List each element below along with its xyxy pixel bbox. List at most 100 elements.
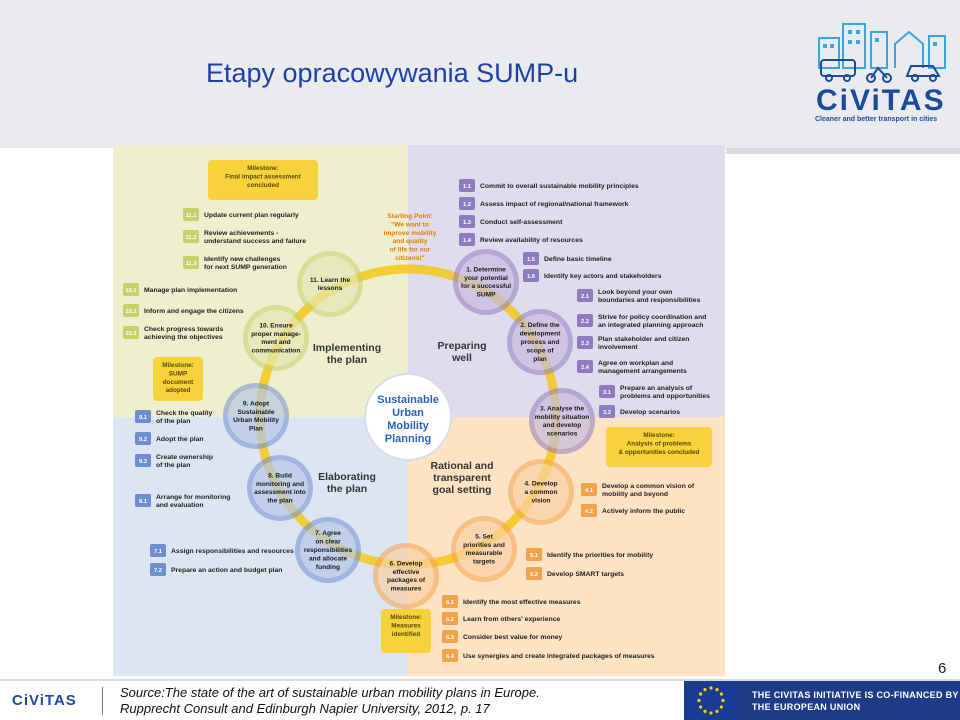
activity-6-1-text-line: Identify the most effective measures <box>463 599 581 606</box>
activity-6-3-code-badge <box>442 630 458 643</box>
activity-1-2-text: Assess impact of regional/national frame… <box>480 201 629 208</box>
step-7-label-line: and allocate <box>309 555 347 562</box>
activity-3-1-code-line: 3.1 <box>603 390 612 396</box>
activity-1-2-code-badge <box>459 197 475 210</box>
activity-1-5-code-line: 1.5 <box>527 257 536 263</box>
activity-1-6-code: 1.6 <box>527 274 536 280</box>
starting-point-note-line: "We want to <box>391 221 429 228</box>
activity-2-1-code: 2.1 <box>581 294 590 300</box>
step-3-label-line: scenarios <box>547 431 578 438</box>
activity-2-3-code: 2.3 <box>581 341 590 347</box>
activity-5-1-text-line: Identify the priorities for mobility <box>547 552 653 559</box>
activity-11-2-code-badge <box>183 230 199 243</box>
activity-3-1-text-line: problems and opportunities <box>620 393 710 400</box>
step-6-label-line: 6. Develop <box>390 560 423 567</box>
milestone-final-text-line: Milestone: <box>247 165 279 172</box>
activity-4-1-text-line: Develop a common vision of <box>602 483 695 490</box>
activity-4-1-code: 4.1 <box>585 488 594 494</box>
milestone-measures-box <box>381 609 431 653</box>
activity-1-4-code-line: 1.4 <box>463 238 472 244</box>
activity-3-2-text-line: Develop scenarios <box>620 409 680 416</box>
milestone-measures-text-line: identified <box>392 631 420 638</box>
step-7-label-line: 7. Agree <box>315 530 341 537</box>
activity-10-1-text-line: Manage plan implementation <box>144 287 237 294</box>
activity-6-3-code-line: 6.3 <box>446 635 455 641</box>
q-implementing-label-line: the plan <box>327 354 367 366</box>
step-8-halo <box>247 455 313 521</box>
activity-1-1-code: 1.1 <box>463 184 472 190</box>
activity-9-2-text-line: Adopt the plan <box>156 436 204 443</box>
step-6-label-line: packages of <box>387 577 426 584</box>
step-11-label-line: 11. Learn the <box>310 277 351 284</box>
step-6-halo <box>373 543 439 609</box>
activity-6-1-code: 6.1 <box>446 600 455 606</box>
activity-2-2-text-line: an integrated planning approach <box>598 322 703 329</box>
activity-10-3-code: 10.3 <box>125 331 137 337</box>
activity-8-1-text-line: Arrange for monitoring <box>156 494 230 501</box>
activity-7-1-text-line: Assign responsibilities and resources <box>171 548 294 555</box>
eu-text-line-2: THE EUROPEAN UNION <box>752 702 861 712</box>
center-circle <box>364 373 452 461</box>
activity-1-1-code-badge <box>459 179 475 192</box>
activity-11-3-text-line: for next SUMP generation <box>204 264 287 271</box>
step-5-halo <box>451 516 517 582</box>
activity-4-1-code-line: 4.1 <box>585 488 594 494</box>
activity-5-2-code: 5.2 <box>530 572 538 578</box>
step-11-label-line: lessons <box>318 285 343 292</box>
activity-10-1-code-line: 10.1 <box>125 288 137 294</box>
activity-7-2-text: Prepare an action and budget plan <box>171 567 282 574</box>
activity-2-4-code-badge <box>577 360 593 373</box>
milestone-sump-adopted-text-line: Milestone: <box>162 362 194 369</box>
activity-2-1-code-badge <box>577 289 593 302</box>
milestone-analysis-text: Milestone:Analysis of problems& opportun… <box>619 432 700 456</box>
activity-5-2-code-badge <box>526 567 542 580</box>
activity-8-1-code-badge <box>135 494 151 507</box>
source-caption: Source:The state of the art of sustainab… <box>120 685 540 717</box>
step-2-label-line: process and <box>521 339 560 346</box>
step-6-circle <box>378 548 434 604</box>
activity-1-3-code-line: 1.3 <box>463 220 472 226</box>
step-8-label-line: assessment into <box>254 489 306 496</box>
activity-6-2-code-line: 6.2 <box>446 617 454 623</box>
activity-2-4-code-line: 2.4 <box>581 365 590 371</box>
step-11-circle <box>302 256 358 312</box>
step-11-halo <box>297 251 363 317</box>
activity-3-2-code: 3.2 <box>603 410 611 416</box>
civitas-tagline: Cleaner and better transport in cities <box>815 116 938 123</box>
step-7-label-line: funding <box>316 564 340 571</box>
activity-11-3-code: 11.3 <box>186 261 198 267</box>
activity-6-2-text-line: Learn from others' experience <box>463 616 560 623</box>
step-10-label-line: ment and <box>261 339 290 346</box>
activity-10-2-code: 10.2 <box>125 309 136 315</box>
activity-5-2-text: Develop SMART targets <box>547 571 624 578</box>
activity-1-3-text: Conduct self-assessment <box>480 219 563 226</box>
milestone-sump-adopted-box <box>153 357 203 401</box>
activity-8-1-code-line: 8.1 <box>139 499 148 505</box>
activity-4-2-code: 4.2 <box>585 509 593 515</box>
activity-2-2-code: 2.2 <box>581 319 589 325</box>
activity-4-2-code-badge <box>581 504 597 517</box>
slide-header <box>0 0 960 148</box>
activity-7-1-code: 7.1 <box>154 549 163 555</box>
activity-9-1-text-line: Check the quality <box>156 410 212 417</box>
milestone-final-box <box>208 160 318 200</box>
step-9-halo <box>223 383 289 449</box>
activity-9-3-code-badge <box>135 454 151 467</box>
step-7-label-line: responsibilities <box>304 547 353 554</box>
activity-11-1-code-badge <box>183 208 199 221</box>
step-7-halo <box>295 517 361 583</box>
